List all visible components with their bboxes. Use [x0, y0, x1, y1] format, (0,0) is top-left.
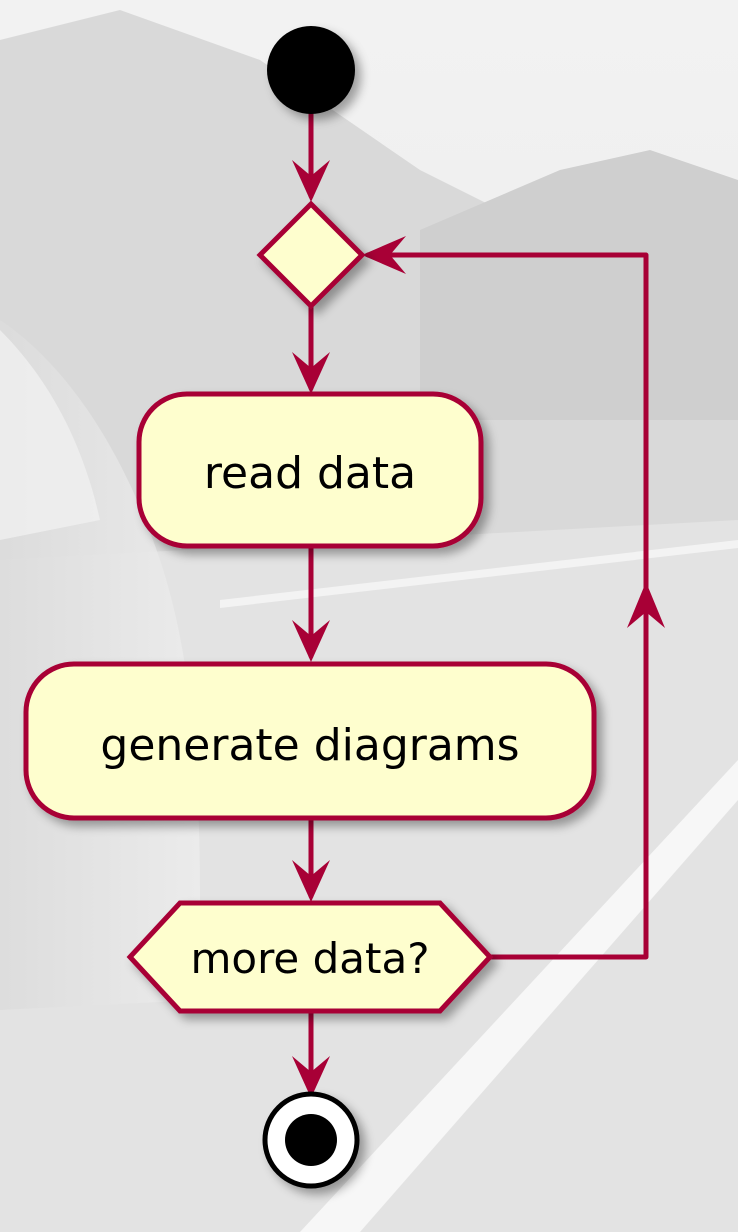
- arrow-head-merge: [292, 160, 330, 202]
- arrow-heads: [292, 160, 665, 1098]
- end-node: [262, 1091, 360, 1189]
- arrow-head-generate: [292, 620, 330, 662]
- decision-more-data-label: more data?: [190, 934, 429, 983]
- road-line: [300, 760, 738, 1232]
- merge-diamond: [256, 200, 366, 310]
- action-generate-diagrams: [23, 661, 597, 821]
- action-read-data: [136, 391, 484, 549]
- action-read-data-label: read data: [204, 448, 416, 499]
- start-node: [267, 26, 355, 114]
- arrow-head-loop-up: [627, 582, 665, 628]
- road-line-edge: [220, 540, 738, 608]
- arrow-head-read: [292, 352, 330, 394]
- hill-right: [420, 150, 738, 420]
- decision-more-data: [126, 900, 494, 1014]
- car-window: [0, 330, 100, 540]
- edge-loop-back: [365, 252, 649, 960]
- arrow-head-end: [292, 1056, 330, 1098]
- action-generate-diagrams-label: generate diagrams: [100, 720, 519, 771]
- arrow-head-decision: [292, 860, 330, 902]
- arrow-head-loop-merge: [362, 236, 406, 274]
